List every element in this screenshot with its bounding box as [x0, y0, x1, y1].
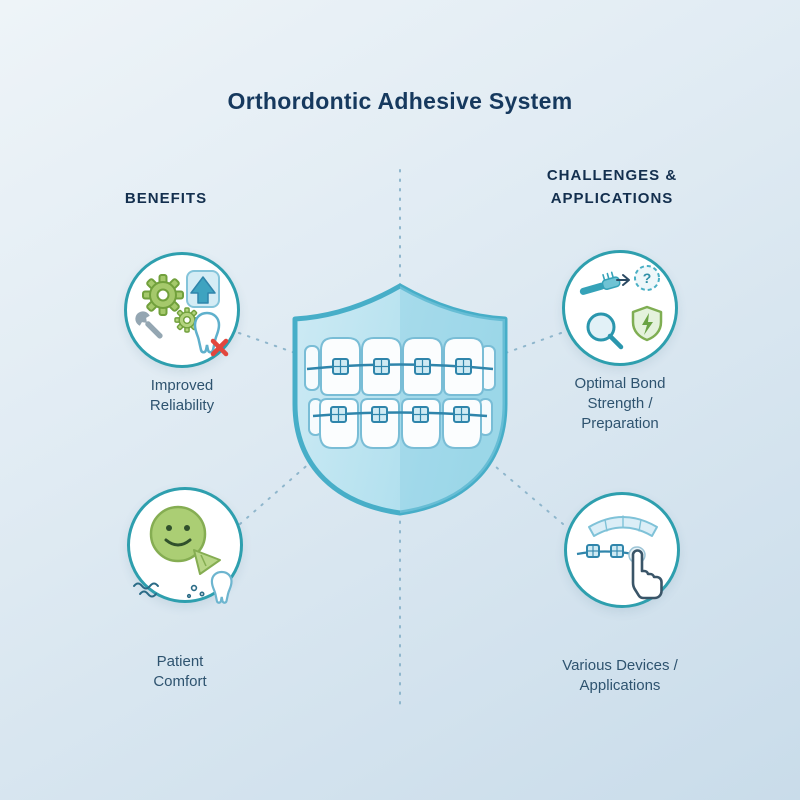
challenge-devices-label: Various Devices / Applications — [562, 657, 678, 694]
horn-icon — [193, 549, 222, 576]
benefit-reliability-label: Improved Reliability — [149, 377, 215, 414]
benefit-comfort-label: Patient Comfort — [153, 653, 207, 690]
challenge-bond-strength-label: Optimal Bond Strength / Preparation — [574, 375, 666, 432]
toothbrush-icon — [580, 271, 621, 296]
challenge-devices-node — [564, 492, 680, 608]
benefits-header: BENEFITS — [124, 190, 208, 207]
dots-icon — [187, 585, 205, 599]
connector-top-left — [238, 332, 313, 360]
page-title: Orthordontic Adhesive System — [227, 88, 573, 114]
challenges-header: CHALLENGES & APPLICATIONS — [546, 167, 678, 207]
smiley-horn-tooth-icon — [133, 506, 233, 605]
question-badge-icon — [634, 265, 661, 292]
gears-wrench-arrow-tooth-icon — [135, 270, 229, 357]
challenge-bond-strength-node: ? — [562, 250, 678, 366]
magnifier-icon — [586, 312, 624, 350]
benefit-reliability-node — [124, 252, 240, 368]
question-mark-glyph: ? — [643, 270, 652, 286]
connector-top-right — [488, 332, 562, 360]
hand-pointer-icon — [631, 549, 664, 600]
wrench-icon — [135, 311, 163, 339]
connector-bottom-right — [488, 460, 564, 525]
toothbrush-question-magnifier-shield-icon: ? — [580, 265, 663, 350]
aligner-icon — [588, 515, 659, 538]
squiggle-lines-icon — [133, 582, 160, 598]
arrow-right-icon — [616, 274, 631, 287]
red-x-icon — [211, 339, 229, 357]
connector-bottom-left — [239, 460, 313, 525]
benefit-comfort-node — [127, 487, 243, 605]
tooth-icon — [211, 571, 233, 605]
bracket-wire-icon — [577, 544, 634, 559]
shield-teeth-illustration — [283, 280, 517, 520]
aligner-braces-pointer-icon — [577, 515, 664, 600]
shield-braces-icon — [292, 283, 508, 516]
protection-shield-icon — [632, 306, 663, 342]
